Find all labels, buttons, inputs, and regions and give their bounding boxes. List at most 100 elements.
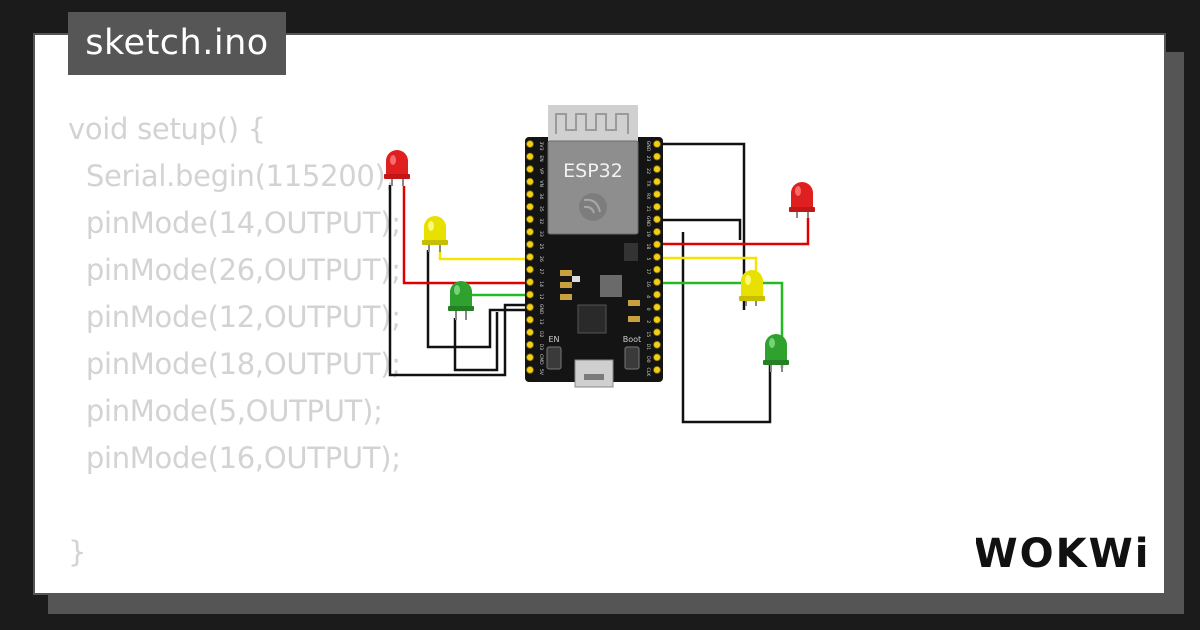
boot-label: Boot <box>623 335 641 344</box>
pin-right-18[interactable] <box>653 240 661 249</box>
wire-red-right <box>660 218 810 246</box>
pin-label: RX <box>645 193 651 199</box>
led-red-left[interactable] <box>384 150 410 186</box>
pin-label: 21 <box>645 206 651 212</box>
pin-right-23[interactable] <box>653 152 661 161</box>
pin-left-3V3[interactable] <box>526 140 534 148</box>
pin-right-D0[interactable] <box>653 353 661 362</box>
led-yellow-right[interactable] <box>739 270 765 306</box>
pin-left-D3[interactable] <box>526 340 534 349</box>
code-line: Serial.begin(115200); <box>68 159 396 193</box>
code-line: void setup() { <box>68 112 266 146</box>
pin-left-CMD[interactable] <box>526 353 534 362</box>
pin-right-4[interactable] <box>653 290 661 299</box>
pin-right-GND[interactable] <box>653 140 661 148</box>
pin-left-14[interactable] <box>526 278 534 286</box>
pin-right-2[interactable] <box>653 315 661 324</box>
pin-label: VP <box>538 168 544 174</box>
code-line: pinMode(12,OUTPUT); <box>68 300 401 334</box>
pin-label: TX <box>645 180 651 187</box>
pin-left-25[interactable] <box>526 240 534 249</box>
pin-label: 3V3 <box>538 142 544 151</box>
pin-label: EN <box>538 155 544 161</box>
led-red-right[interactable] <box>789 182 815 218</box>
wire-black-3 <box>453 312 499 372</box>
pin-left-EN[interactable] <box>526 152 534 161</box>
pin-left-32[interactable] <box>526 215 534 224</box>
pin-right-CLK[interactable] <box>653 366 661 374</box>
pin-left-27[interactable] <box>526 265 534 274</box>
code-line: pinMode(18,OUTPUT); <box>68 347 401 381</box>
led-green-left[interactable] <box>448 281 474 320</box>
code-line: pinMode(14,OUTPUT); <box>68 206 401 240</box>
pin-label: GND <box>645 216 651 227</box>
pin-label: 19 <box>645 231 651 237</box>
code-line: pinMode(16,OUTPUT); <box>68 441 401 475</box>
pin-right-GND[interactable] <box>653 215 661 224</box>
code-line: } <box>68 535 87 569</box>
pin-label: D2 <box>538 331 544 338</box>
pin-label: 33 <box>538 231 544 237</box>
pin-label: 17 <box>645 269 651 275</box>
pin-right-0[interactable] <box>653 303 661 311</box>
boot-button[interactable] <box>624 346 640 370</box>
pin-label: 4 <box>645 295 651 298</box>
pin-right-22[interactable] <box>653 165 661 173</box>
pin-right-D1[interactable] <box>653 340 661 349</box>
pin-label: GND <box>538 304 544 315</box>
pin-label: 27 <box>538 269 544 275</box>
pin-label: 32 <box>538 218 544 224</box>
pin-label: 25 <box>538 243 544 249</box>
wire-black-6 <box>681 232 772 424</box>
pin-left-D2[interactable] <box>526 328 534 337</box>
pin-left-34[interactable] <box>526 190 534 199</box>
code-line: pinMode(26,OUTPUT); <box>68 253 401 287</box>
pin-label: 16 <box>645 281 651 287</box>
pin-right-19[interactable] <box>653 228 661 236</box>
pin-left-5V[interactable] <box>526 366 534 374</box>
espressif-icon <box>579 193 607 221</box>
pin-left-VP[interactable] <box>526 165 534 173</box>
pin-left-13[interactable] <box>526 315 534 324</box>
pin-right-5[interactable] <box>653 253 661 261</box>
logo-text: WOKWi <box>976 531 1148 577</box>
led-yellow-left[interactable] <box>422 216 448 252</box>
pin-label: 14 <box>538 281 544 287</box>
right-pin-header <box>653 140 661 374</box>
pin-right-RX[interactable] <box>653 190 661 199</box>
board-label: ESP32 <box>563 160 623 182</box>
pin-left-12[interactable] <box>526 290 534 299</box>
pin-right-15[interactable] <box>653 328 661 337</box>
pin-right-TX[interactable] <box>653 177 661 186</box>
led-green-right[interactable] <box>763 334 789 372</box>
esp32-board[interactable]: ESP32 EN Boot 3V3ENVPVN34353233252627141… <box>525 105 663 388</box>
left-pin-labels: 3V3ENVPVN343532332526271412GND13D2D3CMD5… <box>538 142 544 376</box>
pin-label: 23 <box>645 156 651 162</box>
pin-right-17[interactable] <box>653 265 661 274</box>
pin-left-VN[interactable] <box>526 177 534 186</box>
wire-green-right <box>660 281 784 368</box>
wokwi-logo: WOKWi <box>976 531 1148 577</box>
pin-right-16[interactable] <box>653 278 661 286</box>
wire-red-left <box>402 186 530 285</box>
pin-label: 12 <box>538 294 544 300</box>
pin-left-33[interactable] <box>526 228 534 236</box>
pin-label: VN <box>538 180 544 187</box>
pin-label: 35 <box>538 206 544 212</box>
pin-label: 26 <box>538 256 544 262</box>
pin-label: CLK <box>645 368 651 378</box>
pin-left-GND[interactable] <box>526 303 534 311</box>
pin-left-26[interactable] <box>526 253 534 261</box>
usb-port <box>574 359 614 388</box>
en-button[interactable] <box>546 346 562 370</box>
en-label: EN <box>548 335 559 344</box>
pin-label: 5 <box>645 257 651 260</box>
wires-black <box>388 142 772 424</box>
pin-right-21[interactable] <box>653 202 661 211</box>
pin-label: 22 <box>645 168 651 174</box>
wire-black-2 <box>426 250 530 349</box>
file-tab[interactable]: sketch.ino <box>68 12 286 75</box>
pin-label: GND <box>645 141 651 152</box>
pin-left-35[interactable] <box>526 202 534 211</box>
